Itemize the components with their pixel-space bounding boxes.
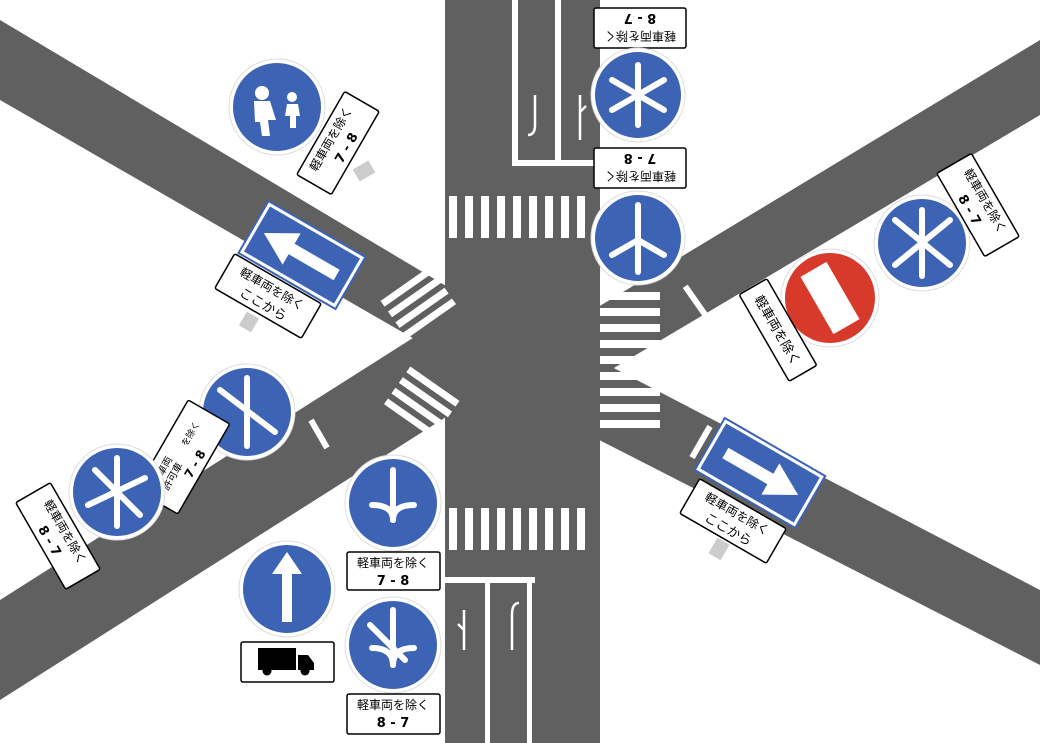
south-sign-straight [238, 540, 336, 638]
east-sign-one-way [693, 416, 827, 530]
plate-text-line1: 軽車両を除く [604, 29, 676, 44]
plate-text-line1: 軽車両を除く [357, 697, 429, 712]
west-sign-pole-1 [352, 160, 376, 182]
east-sign-directional [873, 194, 971, 292]
one-way-arrow-icon [263, 233, 340, 281]
direction-arrow-icon [892, 207, 953, 279]
direction-arrow-icon [609, 62, 667, 128]
north-sign-plate-lower: 軽車両を除く 7 - 8 [593, 147, 687, 189]
plate-text-line1: 軽車両を除く [604, 169, 676, 184]
west-sign-pedestrian [228, 58, 326, 156]
direction-arrow-icon [367, 607, 417, 668]
road-arrow-north-right [578, 95, 587, 140]
road-arrow-south-left [457, 610, 466, 650]
east-sign-pole [708, 537, 730, 561]
crosswalk-east [600, 292, 660, 428]
south-sign-plate-lower: 軽車両を除く 8 - 7 [346, 693, 441, 735]
north-sign-directional-2 [590, 190, 686, 286]
crosswalk-north [449, 196, 585, 238]
direction-arrow-icon [85, 455, 148, 529]
truck-icon [258, 648, 314, 676]
direction-arrow-icon [609, 202, 667, 275]
east-sign-no-entry [780, 248, 880, 348]
plate-text-line2: 8 - 7 [624, 10, 657, 25]
plate-text-line2: 7 - 8 [624, 150, 657, 165]
north-sign-directional-1 [590, 47, 686, 143]
south-sign-plate-upper: 軽車両を除く 7 - 8 [346, 551, 441, 591]
south-sign-truck-plate [240, 641, 335, 683]
direction-arrow-icon [369, 467, 417, 523]
no-entry-icon [800, 261, 860, 335]
west-sign-pole-2 [238, 311, 260, 333]
direction-arrow-icon [217, 375, 278, 449]
one-way-arrow-icon [722, 447, 799, 495]
crosswalk-west [380, 266, 460, 439]
south-sign-directional-1 [344, 454, 442, 552]
west-sign-one-way [237, 199, 367, 311]
north-sign-plate-upper: 軽車両を除く 8 - 7 [593, 7, 687, 49]
direction-arrow-icon [272, 552, 302, 622]
plate-text-line1: 軽車両を除く [357, 555, 429, 570]
plate-text-line2: 7 - 8 [377, 574, 410, 589]
plate-text-line2: 8 - 7 [377, 716, 410, 731]
crosswalk-south [449, 508, 585, 550]
pedestrian-only-icon [254, 86, 300, 136]
road-arrow-south-right [510, 601, 520, 650]
lane-markings [308, 0, 716, 743]
road-arrow-north-left [527, 95, 537, 137]
south-sign-directional-2 [344, 596, 442, 694]
west-sign-directional-2 [68, 443, 166, 541]
